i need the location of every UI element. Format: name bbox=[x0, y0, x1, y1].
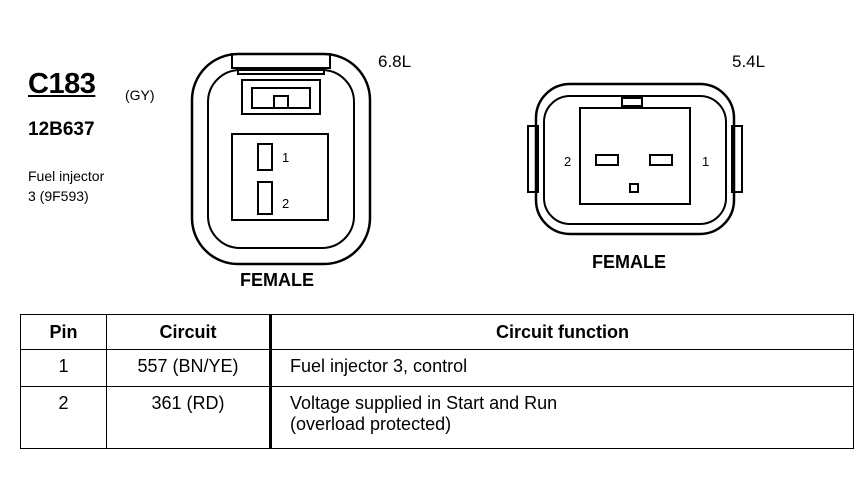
table-row: 1 557 (BN/YE) Fuel injector 3, control bbox=[20, 349, 854, 387]
connector-6-8l-face bbox=[190, 52, 372, 266]
pin-2-slot bbox=[257, 181, 273, 215]
table-header-row: Pin Circuit Circuit function bbox=[20, 314, 854, 350]
cell-function: Voltage supplied in Start and Run (overl… bbox=[270, 386, 854, 449]
table-row: 2 361 (RD) Voltage supplied in Start and… bbox=[20, 386, 854, 449]
gender-label-6-8l: FEMALE bbox=[240, 270, 314, 290]
pin-1-slot-5-4l bbox=[649, 154, 673, 166]
pin-1-label-6-8l: 1 bbox=[282, 150, 289, 165]
connector-5-4l-face bbox=[527, 82, 743, 236]
variant-6-8l-label: 6.8L bbox=[378, 52, 412, 71]
connector-color: (GY) bbox=[125, 87, 155, 103]
header-circuit: Circuit bbox=[106, 314, 272, 350]
pinout-table: Pin Circuit Circuit function 1 557 (BN/Y… bbox=[20, 314, 854, 449]
pin-2-label-5-4l: 2 bbox=[564, 154, 571, 169]
pin-1-slot bbox=[257, 143, 273, 171]
connector-id: C183 bbox=[28, 68, 96, 100]
cell-function-line1: Fuel injector 3, control bbox=[290, 356, 468, 376]
gender-label-5-4l: FEMALE bbox=[592, 252, 666, 272]
cell-function: Fuel injector 3, control bbox=[270, 349, 854, 387]
part-number: 12B637 bbox=[28, 119, 95, 140]
cell-circuit: 557 (BN/YE) bbox=[106, 349, 272, 387]
connector-description-line1: Fuel injector bbox=[28, 168, 105, 184]
variant-5-4l-label: 5.4L bbox=[732, 52, 766, 71]
cell-function-line2: (overload protected) bbox=[290, 414, 452, 434]
cell-pin: 2 bbox=[20, 386, 107, 449]
pin-2-label-6-8l: 2 bbox=[282, 196, 289, 211]
cell-pin: 1 bbox=[20, 349, 107, 387]
header-circuit-function: Circuit function bbox=[270, 314, 854, 350]
cell-circuit: 361 (RD) bbox=[106, 386, 272, 449]
cell-function-line1: Voltage supplied in Start and Run bbox=[290, 393, 558, 413]
header-pin: Pin bbox=[20, 314, 107, 350]
pin-1-label-5-4l: 1 bbox=[702, 154, 709, 169]
connector-description-line2: 3 (9F593) bbox=[28, 188, 89, 204]
pin-2-slot-5-4l bbox=[595, 154, 619, 166]
